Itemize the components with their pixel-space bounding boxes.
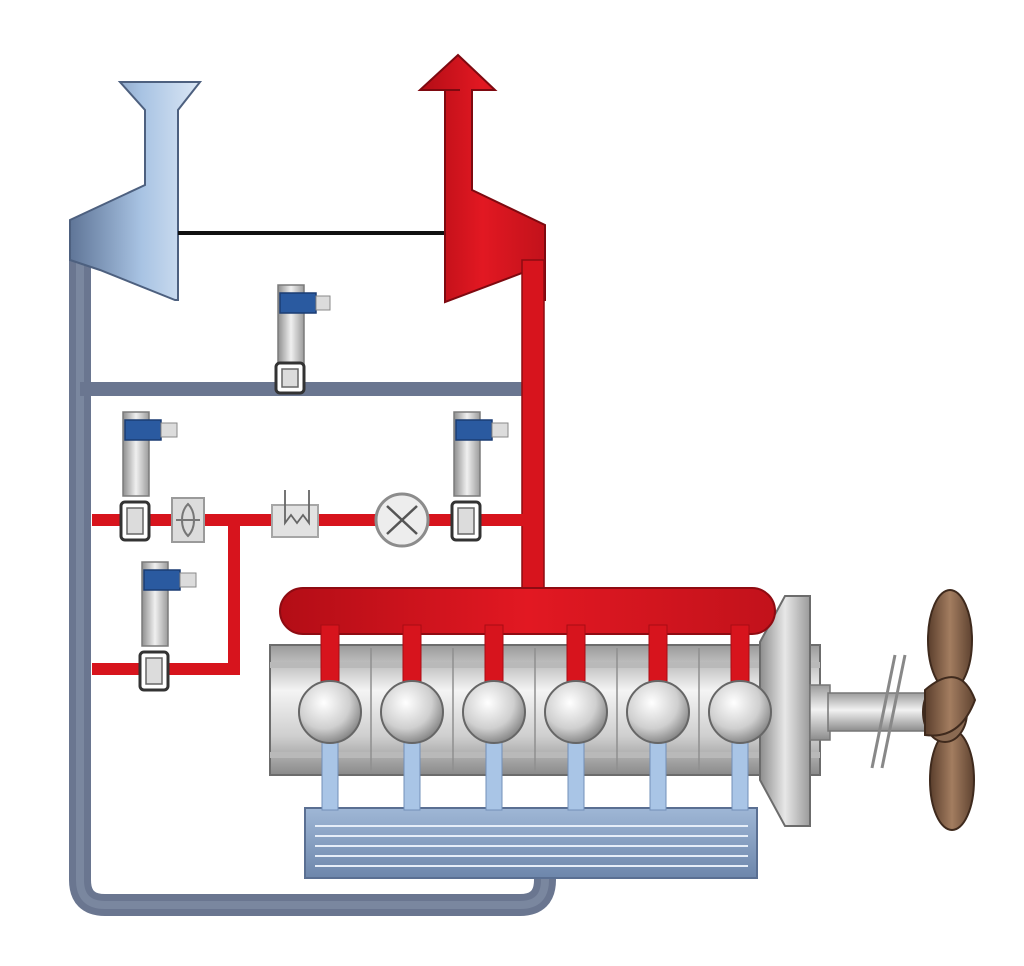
- air-feed-pipe-1: [321, 734, 339, 811]
- cylinder-1: [298, 680, 362, 744]
- exhaust-outlet-arrow: [417, 53, 546, 591]
- cylinder-4: [544, 680, 608, 744]
- engine-flange: [759, 595, 811, 827]
- exhaust-downcomer-1: [320, 624, 340, 686]
- charge-air-cooler: [304, 807, 758, 879]
- cylinder-3: [462, 680, 526, 744]
- cylinder-5: [626, 680, 690, 744]
- valve-left: [119, 411, 178, 542]
- exhaust-downcomer-3: [484, 624, 504, 686]
- cylinder-6: [708, 680, 772, 744]
- heat-exchanger: [271, 490, 319, 538]
- air-feed-pipe-6: [731, 734, 749, 811]
- cylinders: [298, 648, 772, 772]
- pump: [374, 492, 430, 548]
- exhaust-downcomer-5: [648, 624, 668, 686]
- air-feed-pipe-3: [485, 734, 503, 811]
- air-feed-pipe-2: [403, 734, 421, 811]
- exhaust-manifold: [279, 587, 776, 635]
- valve-bottom-left: [138, 561, 197, 692]
- air-feed-pipe-5: [649, 734, 667, 811]
- cylinder-2: [380, 680, 444, 744]
- valve-top: [274, 284, 331, 395]
- air-feed-pipe-4: [567, 734, 585, 811]
- exhaust-downcomer-6: [730, 624, 750, 686]
- exhaust-downcomer-4: [566, 624, 586, 686]
- valve-right: [450, 411, 509, 542]
- propeller: [922, 589, 977, 831]
- fan-unit: [171, 497, 205, 543]
- air-intake-funnel: [69, 81, 203, 301]
- exhaust-downcomer-2: [402, 624, 422, 686]
